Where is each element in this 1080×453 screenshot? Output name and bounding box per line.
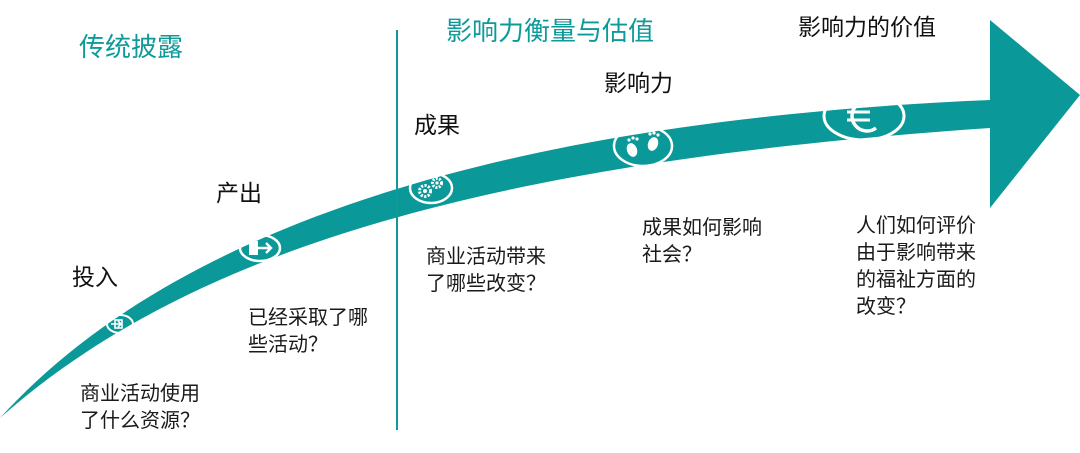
section-title-measurement: 影响力衡量与估值 (446, 17, 655, 47)
section-title-traditional: 传统披露 (79, 33, 184, 63)
stage-label-outcome: 成果 (414, 113, 460, 139)
stage-label-impact-value: 影响力的价值 (798, 15, 936, 41)
exit-arrow-icon (238, 233, 282, 263)
stage-label-impact: 影响力 (604, 71, 673, 97)
stage-question-impact: 成果如何影响 社会？ (642, 215, 762, 266)
euro-icon (822, 90, 906, 142)
stage-question-impact-value: 人们如何评价 由于影响带来 的福祉方面的 改变？ (856, 213, 976, 318)
stage-question-input: 商业活动使用 了什么资源？ (80, 381, 200, 432)
footprints-icon (612, 124, 674, 168)
login-arrow-icon (106, 314, 134, 334)
stage-question-output: 已经采取了哪 些活动？ (248, 305, 368, 356)
stage-question-outcome: 商业活动带来 了哪些改变？ (426, 244, 546, 295)
stage-label-input: 投入 (72, 265, 118, 291)
curved-arrow (0, 20, 1080, 418)
stage-label-output: 产出 (216, 181, 262, 207)
gears-icon (408, 171, 454, 205)
